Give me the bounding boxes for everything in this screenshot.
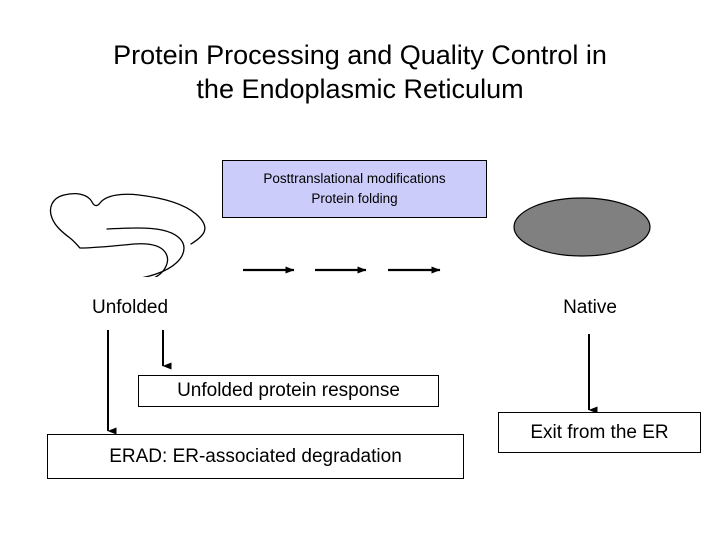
process-box-line-2: Protein folding [311,191,398,206]
label-native: Native [563,297,617,318]
squiggle-path-upper [49,193,206,281]
native-protein-ellipse [512,196,656,260]
box-unfolded-protein-response[interactable]: Unfolded protein response [138,375,439,407]
box-erad[interactable]: ERAD: ER-associated degradation [47,434,464,479]
box-exit-from-er[interactable]: Exit from the ER [498,412,701,453]
native-protein-ellipse-shape [513,197,651,257]
native-protein-ellipse-svg [513,197,651,257]
page-title-line-2: the Endoplasmic Reticulum [196,74,524,104]
box-erad-label: ERAD: ER-associated degradation [109,445,402,467]
page-title: Protein Processing and Quality Control i… [40,38,680,106]
process-box-posttranslational[interactable]: Posttranslational modifications Protein … [222,160,487,218]
process-box-line-1: Posttranslational modifications [263,171,446,186]
squiggle-path-middle [91,227,185,282]
label-unfolded: Unfolded [91,297,169,318]
page-title-line-1: Protein Processing and Quality Control i… [113,40,607,70]
unfolded-protein-squiggle [44,162,214,282]
unfolded-protein-squiggle-svg [49,193,206,282]
box-unfolded-protein-response-label: Unfolded protein response [177,380,400,401]
box-exit-from-er-label: Exit from the ER [530,421,669,443]
